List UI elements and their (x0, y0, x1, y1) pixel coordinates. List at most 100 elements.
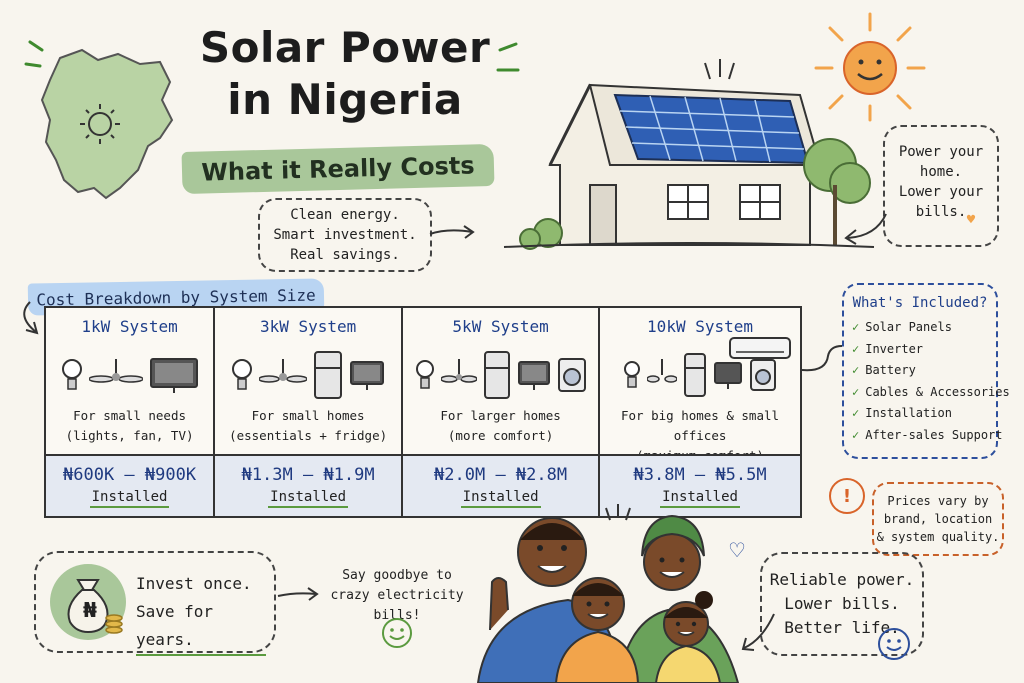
checkmark-icon: ✓ (852, 427, 860, 442)
price-range: ₦600K – ₦900K (63, 464, 197, 485)
installed-label: Installed (89, 489, 170, 508)
connector-curve-icon (801, 345, 843, 372)
description-line: (lights, fan, TV) (65, 428, 194, 443)
title-line-2: in Nigeria (227, 75, 463, 124)
system-column-1kw: 1kW System For small needs (lights, fan,… (46, 308, 216, 516)
tv-icon (714, 362, 743, 389)
system-name: 5kW System (452, 316, 549, 336)
appliance-icons (215, 344, 401, 406)
washing-machine-icon (750, 359, 777, 391)
included-heading: What's Included? (852, 295, 988, 311)
subtitle: What it Really Costs (201, 151, 475, 187)
bulb-icon (415, 360, 434, 389)
invest-bubble (34, 551, 276, 653)
reliable-bubble: Reliable power. Lower bills. Better life… (760, 552, 924, 656)
warning-symbol: ! (842, 485, 852, 507)
fridge-icon (684, 353, 707, 397)
arrow-right-icon (277, 587, 319, 601)
tagline-line: Real savings. (290, 247, 400, 263)
reliable-line: Better life. (784, 618, 900, 637)
washing-machine-icon (557, 358, 586, 392)
invest-text: Invest once. Save for years. (136, 570, 266, 656)
fridge-icon (483, 351, 510, 399)
ceiling-fan-icon (647, 359, 678, 383)
power-note-line: bills. (915, 204, 967, 220)
bulb-icon (624, 361, 641, 388)
checkmark-icon: ✓ (852, 320, 860, 334)
heart-icon: ♥ (966, 212, 976, 228)
included-item: ✓ Cables & Accessories (852, 382, 1010, 404)
included-item-label: Inverter (865, 341, 924, 356)
bulb-icon (61, 359, 82, 390)
included-item: ✓ Installation (852, 403, 988, 425)
bulb-icon (232, 359, 253, 390)
invest-line: Invest once. (136, 574, 252, 593)
whats-included-panel: What's Included? ✓ Solar Panels ✓ Inverter… (842, 283, 1010, 459)
installed-label: Installed (660, 489, 740, 508)
installed-label: Installed (268, 489, 349, 508)
included-item-label: Cables & Accessories (865, 384, 1010, 399)
fridge-icon (314, 351, 343, 399)
installed-label: Installed (460, 489, 541, 508)
appliance-icons (600, 337, 800, 406)
price-cell: ₦2.0M – ₦2.8M Installed (403, 454, 599, 516)
title-line-1: Solar Power (199, 23, 491, 72)
reliable-line: Reliable power. (769, 570, 915, 589)
tv-icon (517, 361, 550, 390)
included-item-label: After-sales Support (865, 427, 1003, 442)
tv-icon (149, 358, 198, 393)
title-sparks-icon (496, 42, 520, 72)
nigeria-map-icon (24, 40, 174, 200)
tagline-line: Clean energy. (290, 207, 400, 223)
checkmark-icon: ✓ (852, 384, 860, 399)
smiley-green-icon (382, 618, 412, 648)
included-item: ✓ After-sales Support (852, 425, 1003, 447)
appliance-icons (403, 344, 598, 406)
invest-line: Save for years. (136, 598, 266, 656)
description-line: For larger homes (440, 408, 561, 423)
ceiling-fan-icon (88, 359, 143, 383)
price-cell: ₦600K – ₦900K Installed (46, 454, 214, 516)
prices-note-line: Prices vary by (887, 494, 989, 508)
system-description: For small homes (essentials + fridge) (215, 406, 401, 454)
description-line: For small needs (73, 408, 186, 423)
included-item-label: Installation (865, 406, 952, 420)
naira-symbol: ₦ (83, 598, 97, 622)
ceiling-fan-icon (440, 359, 477, 383)
power-note-line: Lower your (898, 184, 984, 200)
cost-table: 1kW System For small needs (lights, fan,… (44, 306, 802, 518)
solar-house-icon (503, 59, 875, 250)
power-note-line: Power your (898, 144, 984, 160)
description-line: For big homes & small offices (621, 408, 780, 443)
air-conditioner-icon (729, 337, 791, 359)
system-description: For larger homes (more comfort) (403, 406, 598, 454)
price-cell: ₦3.8M – ₦5.5M Installed (600, 454, 800, 516)
price-range: ₦3.8M – ₦5.5M (633, 464, 767, 485)
system-name: 10kW System (647, 316, 754, 336)
system-name: 3kW System (259, 316, 357, 336)
system-description: For small needs (lights, fan, TV) (46, 406, 213, 454)
included-item: ✓Battery (852, 360, 988, 382)
system-column-10kw: 10kW System For big homes & small office… (600, 308, 800, 516)
curved-arrow-icon (23, 301, 39, 335)
tagline-line: Smart investment. (273, 227, 417, 243)
tagline-bubble: Clean energy. Smart investment. Real sav… (258, 198, 432, 272)
price-range: ₦1.3M – ₦1.9M (241, 464, 375, 485)
system-column-3kw: 3kW System For small homes (essentials +… (215, 308, 404, 516)
power-note-bubble: Power your home. Lower your bills. ♥ (883, 125, 999, 247)
system-column-5kw: 5kW System For larger homes (more comfor… (403, 308, 601, 516)
tv-icon (350, 361, 385, 390)
prices-note-line: & system quality. (876, 530, 1000, 544)
price-range: ₦2.0M – ₦2.8M (434, 464, 568, 485)
system-description: For big homes & small offices (maximum c… (600, 406, 800, 463)
prices-note-bubble: Prices vary by brand, location & system … (872, 482, 1004, 556)
included-item: ✓ Inverter (852, 339, 988, 361)
family-illustration-icon (476, 504, 740, 683)
checkmark-icon: ✓ (852, 406, 860, 420)
checkmark-icon: ✓ (852, 341, 860, 356)
description-line: (more comfort) (447, 428, 554, 443)
prices-note-line: brand, location (883, 512, 993, 526)
goodbye-line: crazy electricity bills! (330, 588, 464, 623)
included-item-label: Solar Panels (865, 320, 952, 334)
subtitle-band: What it Really Costs (181, 143, 495, 195)
